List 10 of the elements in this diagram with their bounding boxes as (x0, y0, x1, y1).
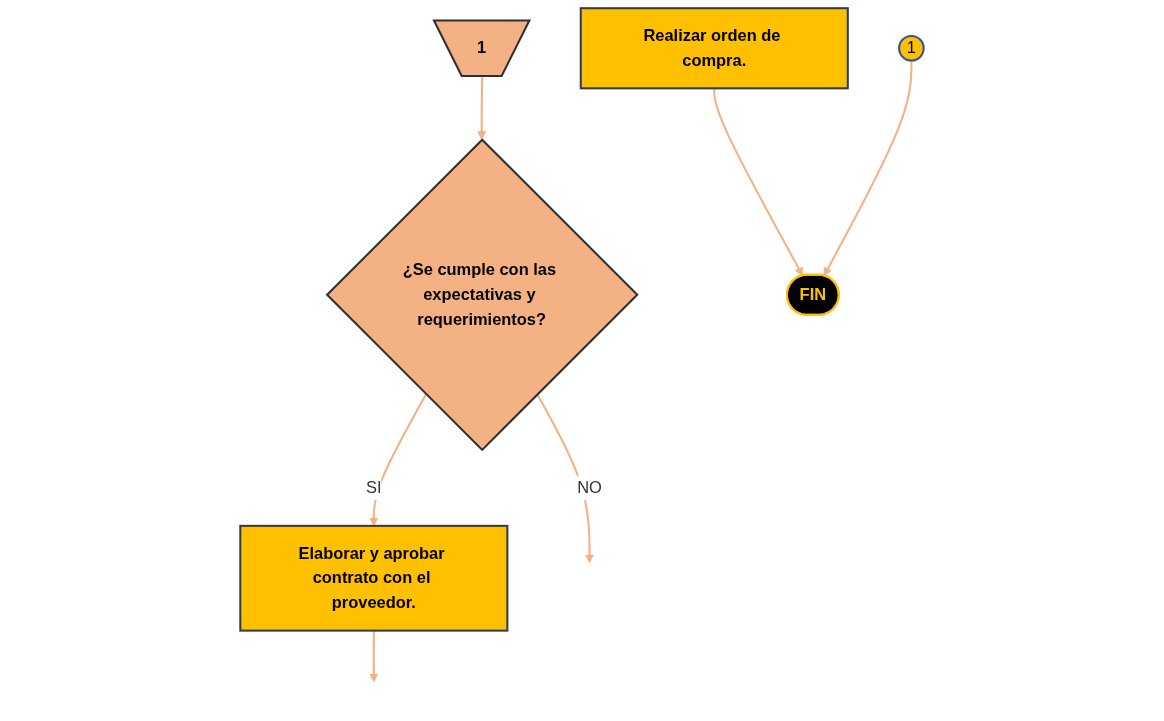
node-box: Realizar orden de compra. (579, 7, 849, 90)
arrow (369, 630, 379, 683)
arrow (477, 76, 487, 141)
node-circle: 1 (898, 34, 925, 62)
node-box: Elaborar y aprobar contrato con el proveedor. (239, 524, 509, 632)
arrow (713, 88, 804, 277)
arrow (823, 60, 913, 277)
edge-label: SI (366, 478, 382, 497)
edge-label: NO (577, 478, 602, 497)
node-diamond: ¿Se cumple con las expectativas y requerimientos? (325, 138, 639, 452)
